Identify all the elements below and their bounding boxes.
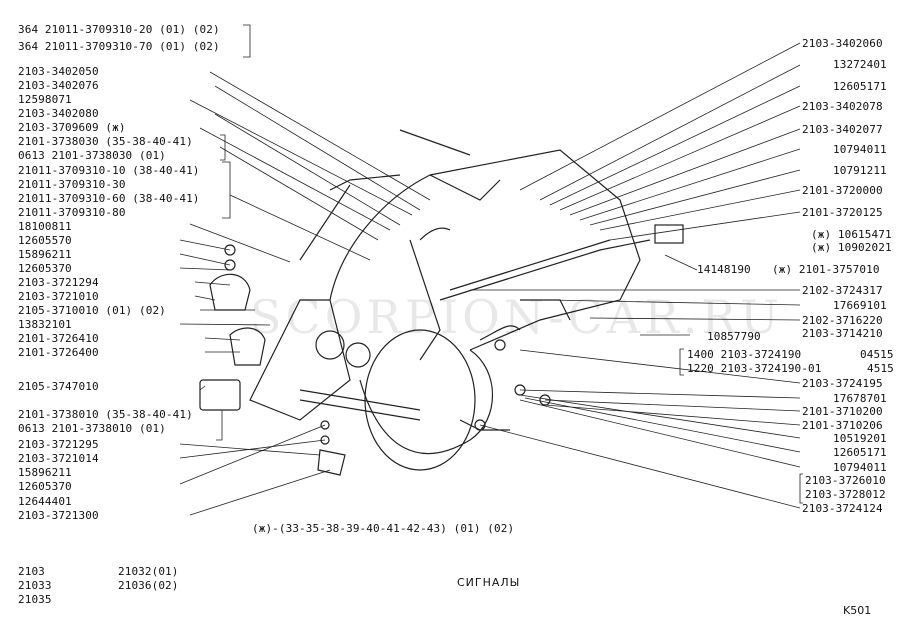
part-label-right: 17669101 — [833, 299, 887, 312]
part-label-left: 18100811 — [18, 220, 72, 233]
part-label-right: 2101-3710200 — [802, 405, 883, 418]
part-label-left: 21011-3709310-60 (38-40-41) — [18, 192, 200, 205]
part-label-right: 10519201 — [833, 432, 887, 445]
part-label-right: 14148190 — [697, 263, 751, 276]
part-label-left: 12605370 — [18, 480, 72, 493]
part-label-left: 0613 2101-3738010 (01) — [18, 422, 166, 435]
part-label-left: 15896211 — [18, 248, 72, 261]
part-label-left: 2101-3738030 (35-38-40-41) — [18, 135, 193, 148]
part-label-left: 12644401 — [18, 495, 72, 508]
part-label-right: 2103-3724124 — [802, 502, 883, 515]
part-label-right: 2103-3714210 — [802, 327, 883, 340]
part-label-left: 12605570 — [18, 234, 72, 247]
part-label-right: 12605171 — [833, 446, 887, 459]
part-label-right: 13272401 — [833, 58, 887, 71]
part-label-right: 4515 — [867, 362, 894, 375]
part-label-left: 2105-3747010 — [18, 380, 99, 393]
leader-lines — [179, 24, 803, 516]
model-code: 2103 — [18, 565, 45, 578]
part-label-right: 12605171 — [833, 80, 887, 93]
watermark: SCORPION-CAR.RU — [250, 290, 783, 344]
part-label-left: 12598071 — [18, 93, 72, 106]
part-label-left: 13832101 — [18, 318, 72, 331]
part-label-right: 10857790 — [707, 330, 761, 343]
page-code: K501 — [843, 604, 872, 617]
part-label-right: 2103-3402060 — [802, 37, 883, 50]
part-label-right: 2103-3724195 — [802, 377, 883, 390]
part-label-right: 17678701 — [833, 392, 887, 405]
part-label-right: 2103-3402077 — [802, 123, 883, 136]
model-code: 21035 — [18, 593, 52, 606]
part-label-right: 2102-3724317 — [802, 284, 883, 297]
part-label-right: 2103-3728012 — [805, 488, 886, 501]
part-label-right: 2103-3402078 — [802, 100, 883, 113]
part-label-left: 21011-3709310-30 — [18, 178, 126, 191]
part-label-left: 2101-3738010 (35-38-40-41) — [18, 408, 193, 421]
part-label-right: 1220 2103-3724190-01 — [687, 362, 822, 375]
applicability-note: (ж)-(33-35-38-39-40-41-42-43) (01) (02) — [252, 522, 515, 535]
part-label-left: 2101-3726410 — [18, 332, 99, 345]
part-label-right: (ж) 2101-3757010 — [772, 263, 880, 276]
part-label-right: 2101-3720000 — [802, 184, 883, 197]
part-label-left: 2103-3402080 — [18, 107, 99, 120]
part-label-left: 2101-3726400 — [18, 346, 99, 359]
part-label-right: 04515 — [860, 348, 894, 361]
part-label-left: 15896211 — [18, 466, 72, 479]
part-label-left: 21011-3709310-80 — [18, 206, 126, 219]
part-label-left: 2103-3721300 — [18, 509, 99, 522]
part-label-left: 2103-3721010 — [18, 290, 99, 303]
model-code: 21036(02) — [118, 579, 179, 592]
part-label-left: 364 21011-3709310-70 (01) (02) — [18, 40, 220, 53]
part-label-right: 2103-3726010 — [805, 474, 886, 487]
part-label-left: 21011-3709310-10 (38-40-41) — [18, 164, 200, 177]
model-code: 21033 — [18, 579, 52, 592]
part-label-left: 2103-3709609 (ж) — [18, 121, 126, 134]
model-code: 21032(01) — [118, 565, 179, 578]
part-label-right: 10794011 — [833, 461, 887, 474]
part-label-right: (ж) 10902021 — [811, 241, 892, 254]
part-label-left: 364 21011-3709310-20 (01) (02) — [18, 23, 220, 36]
page-title: СИГНАЛЫ — [457, 576, 521, 589]
part-label-right: 2101-3710206 — [802, 419, 883, 432]
part-label-left: 2103-3721294 — [18, 276, 99, 289]
part-label-right: 2102-3716220 — [802, 314, 883, 327]
part-label-left: 2105-3710010 (01) (02) — [18, 304, 166, 317]
part-label-left: 12605370 — [18, 262, 72, 275]
part-label-left: 2103-3402076 — [18, 79, 99, 92]
part-label-right: 1400 2103-3724190 — [687, 348, 802, 361]
part-label-left: 2103-3721295 — [18, 438, 99, 451]
part-label-right: 2101-3720125 — [802, 206, 883, 219]
part-label-right: (ж) 10615471 — [811, 228, 892, 241]
part-label-left: 2103-3402050 — [18, 65, 99, 78]
part-label-right: 10794011 — [833, 143, 887, 156]
car-front-drawing — [199, 129, 684, 476]
part-label-left: 0613 2101-3738030 (01) — [18, 149, 166, 162]
part-label-left: 2103-3721014 — [18, 452, 99, 465]
part-label-right: 10791211 — [833, 164, 887, 177]
